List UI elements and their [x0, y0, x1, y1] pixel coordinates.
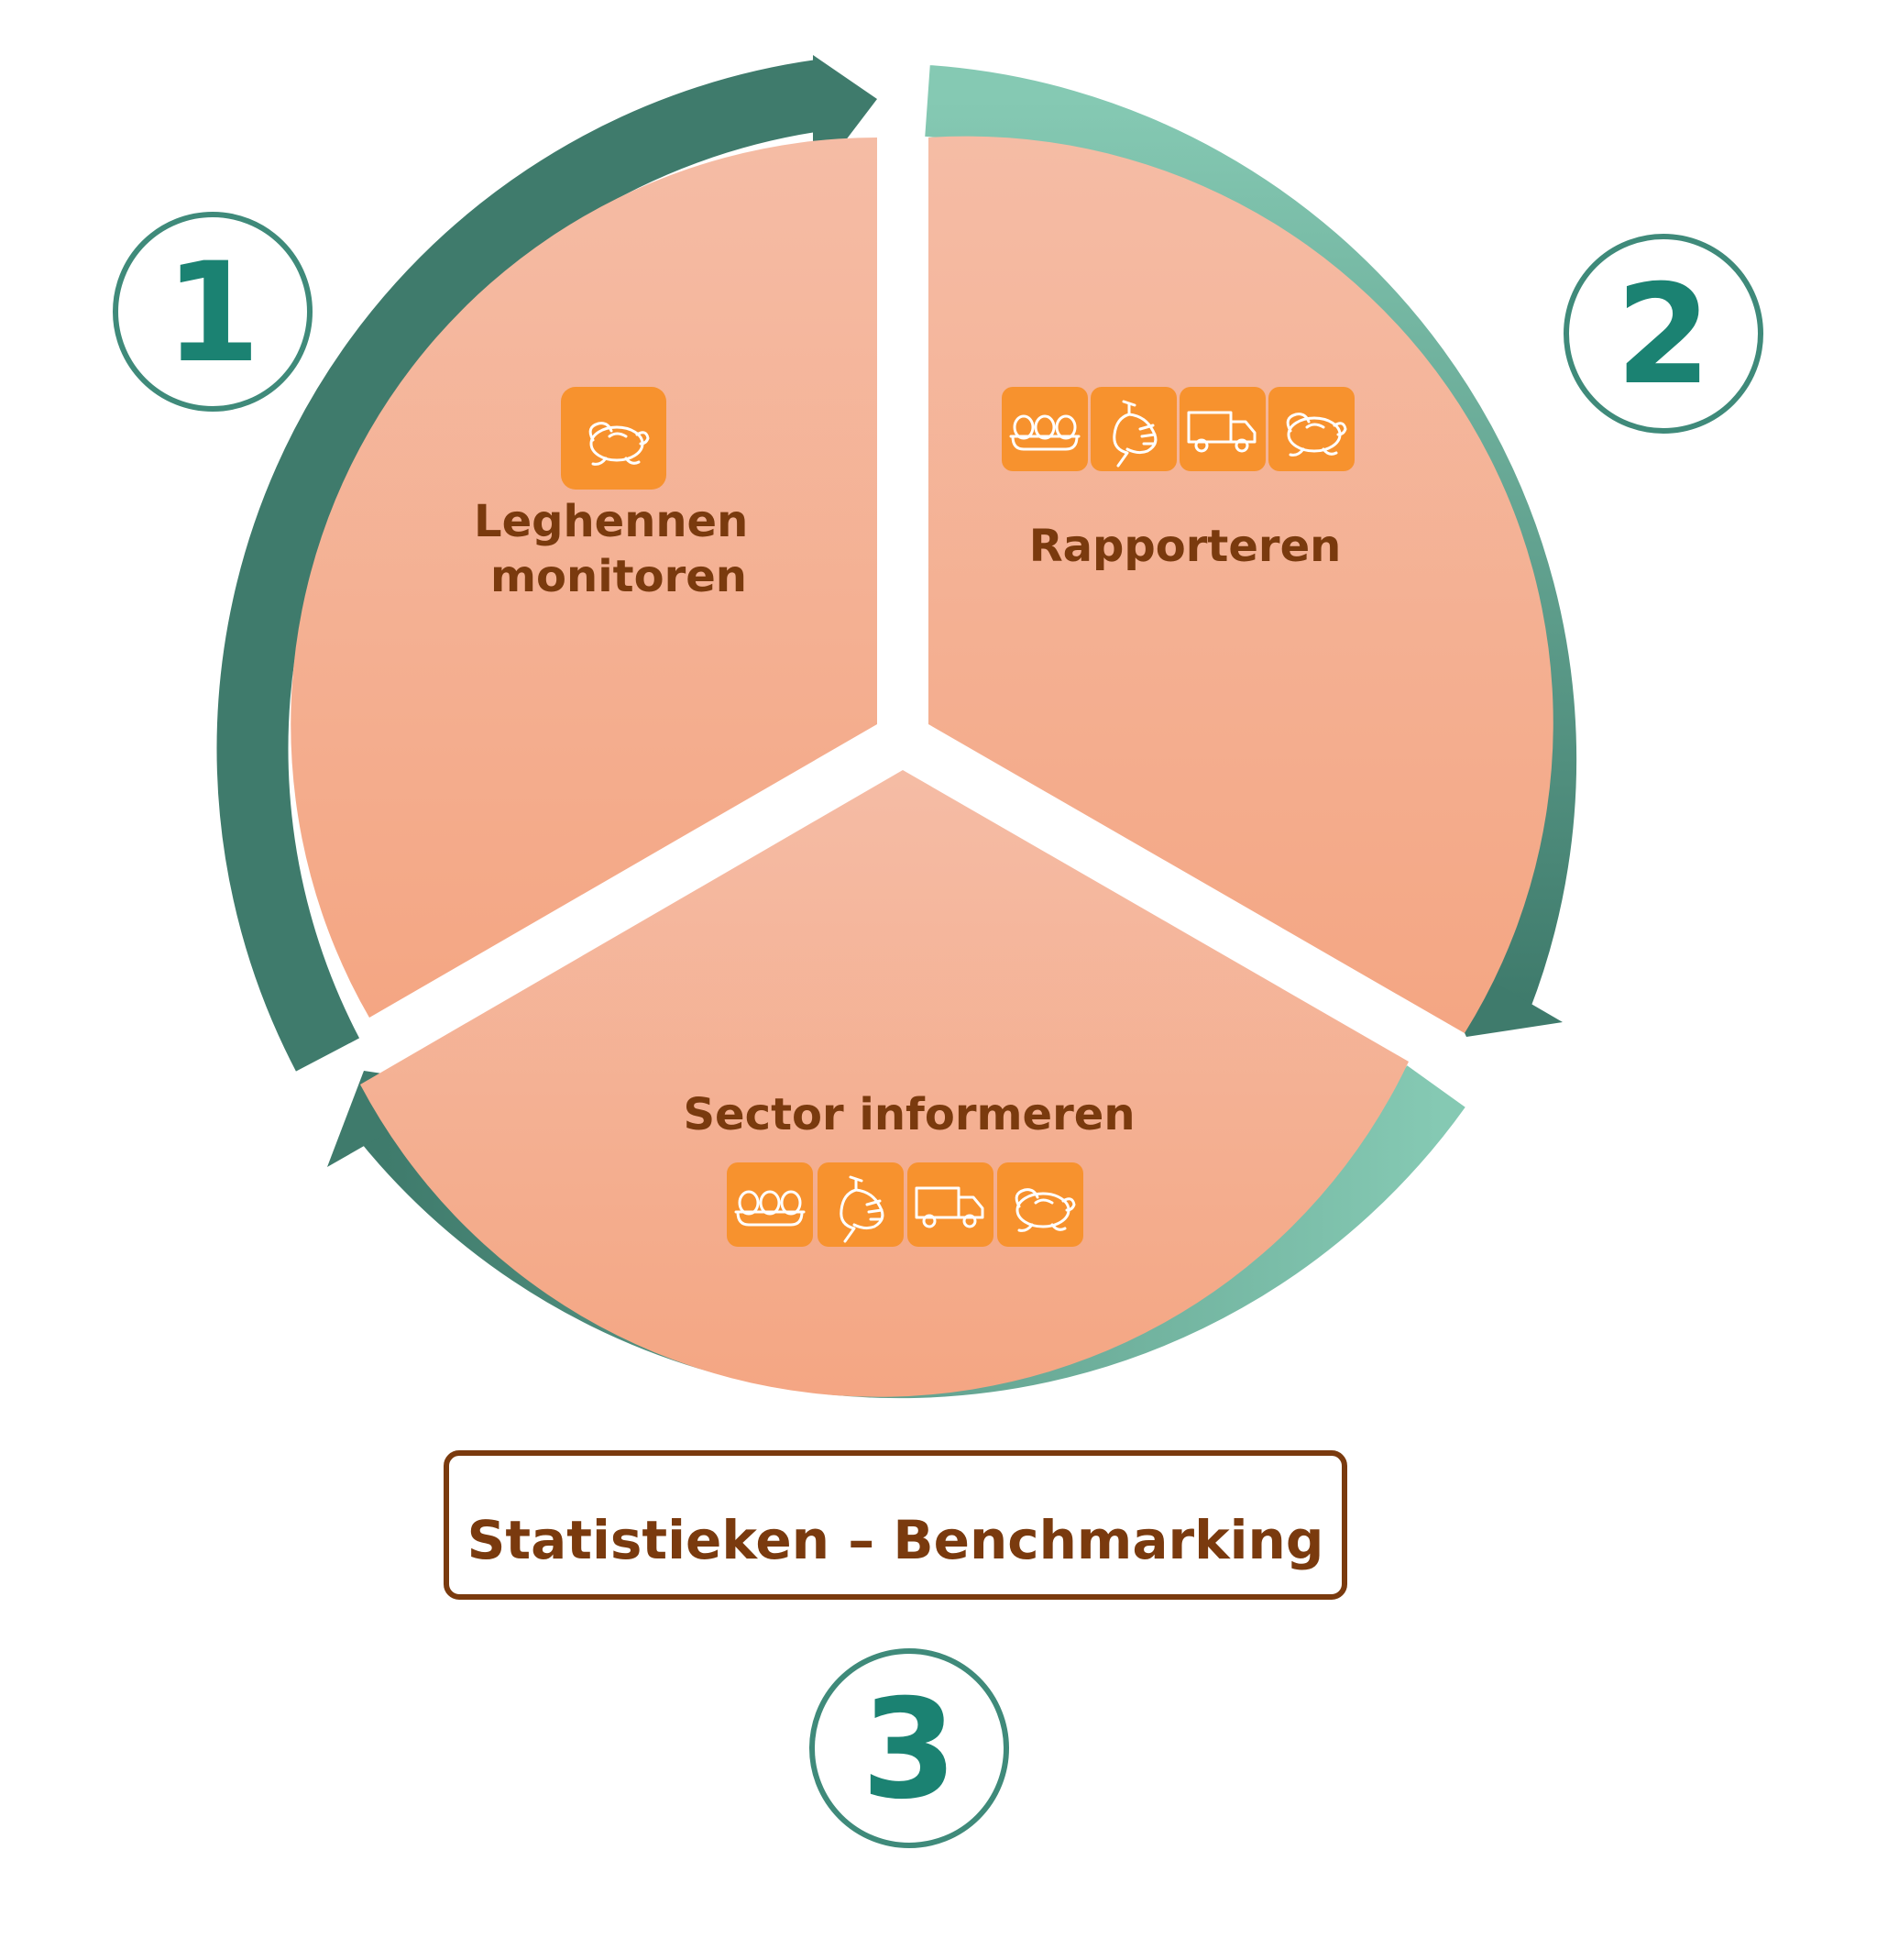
chicken-icon-tile-2	[1268, 387, 1355, 471]
segment-2-label: Rapporteren	[1029, 521, 1342, 572]
step-number-3: 3	[809, 1648, 1009, 1848]
slaughtered-chicken-icon-tile	[1091, 387, 1177, 471]
benchmark-banner: Statistieken – Benchmarking	[444, 1450, 1347, 1600]
segment-2	[928, 136, 1553, 1034]
segment-3	[360, 770, 1409, 1397]
step-number-2-text: 2	[1616, 256, 1711, 415]
chicken-icon-tile-3	[997, 1162, 1083, 1247]
segment-1-label: Leghennen monitoren	[474, 496, 763, 602]
step-number-1: 1	[113, 212, 313, 412]
segment-1-icons	[561, 387, 666, 490]
segment-2-icons	[1002, 387, 1355, 471]
step-number-3-text: 3	[862, 1670, 957, 1830]
segment-1	[291, 138, 878, 1018]
chicken-icon-tile	[561, 387, 666, 490]
step-number-1-text: 1	[165, 234, 260, 393]
segment-3-icons	[727, 1162, 1083, 1247]
benchmark-banner-label: Statistieken – Benchmarking	[467, 1509, 1324, 1571]
segment-1-label-line-1: Leghennen	[474, 496, 748, 547]
segment-3-label: Sector informeren	[683, 1089, 1135, 1140]
segment-1-label-line-2: monitoren	[490, 551, 747, 602]
step-number-2: 2	[1564, 234, 1763, 434]
slaughtered-chicken-icon-tile-3	[818, 1162, 904, 1247]
